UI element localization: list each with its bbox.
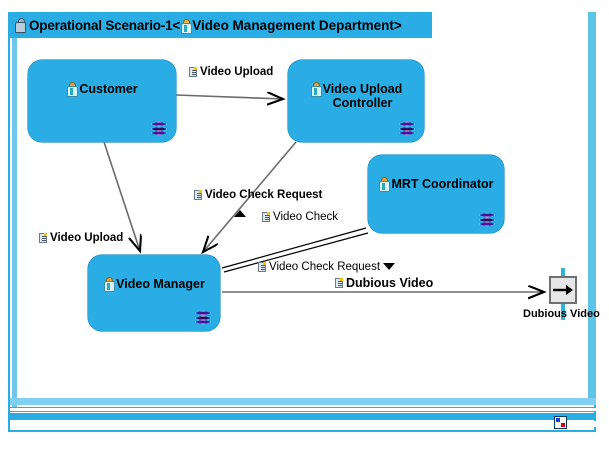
edge-label-text: Video Upload xyxy=(50,232,124,244)
document-icon xyxy=(39,233,47,243)
edge-label-video-check-request-low[interactable]: Video Check Request xyxy=(258,261,380,273)
node-customer-title: Customer xyxy=(28,68,176,98)
document-icon xyxy=(194,190,202,200)
edge-label-text: Video Check Request xyxy=(205,189,323,201)
frame-band-lower xyxy=(10,413,596,420)
triangle-up-marker xyxy=(234,210,246,217)
edge-label-text: Video Upload xyxy=(200,66,274,78)
title-owner: Video Management Department> xyxy=(192,17,402,33)
edge-label-video-check-request-mid[interactable]: Video Check Request xyxy=(194,189,322,201)
edge-label-text: Video Check xyxy=(273,211,338,223)
actor-icon xyxy=(310,82,322,97)
frame-bottom-rule xyxy=(8,430,596,432)
exit-port-dubious-video[interactable] xyxy=(549,276,577,304)
actor-icon xyxy=(103,277,116,292)
edge-label-video-upload-left[interactable]: Video Upload xyxy=(39,232,123,244)
node-video-manager-label: Video Manager xyxy=(116,277,205,291)
stacked-diamonds-icon xyxy=(151,121,167,136)
node-video-upload-controller[interactable]: Video Upload Controller xyxy=(288,60,424,142)
node-mrt-coordinator-label: MRT Coordinator xyxy=(391,177,494,191)
frame-band-upper xyxy=(10,398,596,405)
triangle-down-marker xyxy=(383,263,395,270)
edge-label-text: Video Check Request xyxy=(269,261,381,273)
diagram-title-bar[interactable]: Operational Scenario-1 < Video Managemen… xyxy=(8,12,432,38)
frame-band-base xyxy=(10,421,596,427)
node-customer-label: Customer xyxy=(79,82,138,96)
node-customer[interactable]: Customer xyxy=(28,60,176,142)
node-mrt-coordinator-title: MRT Coordinator xyxy=(368,163,504,193)
node-video-manager-title: Video Manager xyxy=(88,263,220,293)
node-video-upload-controller-title: Video Upload Controller xyxy=(288,68,424,110)
resize-handle-blue-dot xyxy=(556,418,560,422)
exit-arrow-icon xyxy=(553,285,573,295)
document-icon xyxy=(258,262,266,272)
edge-label-video-upload-top[interactable]: Video Upload xyxy=(189,66,273,78)
node-video-manager[interactable]: Video Manager xyxy=(88,255,220,331)
document-icon xyxy=(189,67,197,77)
edge-label-dubious-video[interactable]: Dubious Video xyxy=(335,276,433,290)
title-separator: < xyxy=(172,17,181,33)
frame-band-middle xyxy=(10,407,596,412)
document-icon xyxy=(262,212,270,222)
actor-icon xyxy=(378,177,391,192)
stacked-diamonds-icon xyxy=(195,310,211,325)
node-mrt-coordinator[interactable]: MRT Coordinator xyxy=(368,155,504,233)
resize-handle[interactable] xyxy=(554,416,567,429)
stacked-diamonds-icon xyxy=(479,212,495,227)
stacked-diamonds-icon xyxy=(399,121,415,136)
exit-port-label: Dubious Video xyxy=(523,308,600,320)
edge-label-text: Dubious Video xyxy=(346,276,434,290)
resize-handle-red-dot xyxy=(561,423,565,427)
department-actor-icon xyxy=(180,18,193,34)
frame-right-accent xyxy=(588,12,596,402)
node-video-upload-controller-label: Video Upload Controller xyxy=(322,82,403,110)
actor-icon xyxy=(66,82,79,97)
frame-left-accent xyxy=(12,12,17,412)
document-icon xyxy=(335,278,343,288)
edge-label-video-check[interactable]: Video Check xyxy=(262,211,338,223)
page-title: Operational Scenario-1 xyxy=(29,17,173,33)
scenario-icon xyxy=(14,18,27,33)
